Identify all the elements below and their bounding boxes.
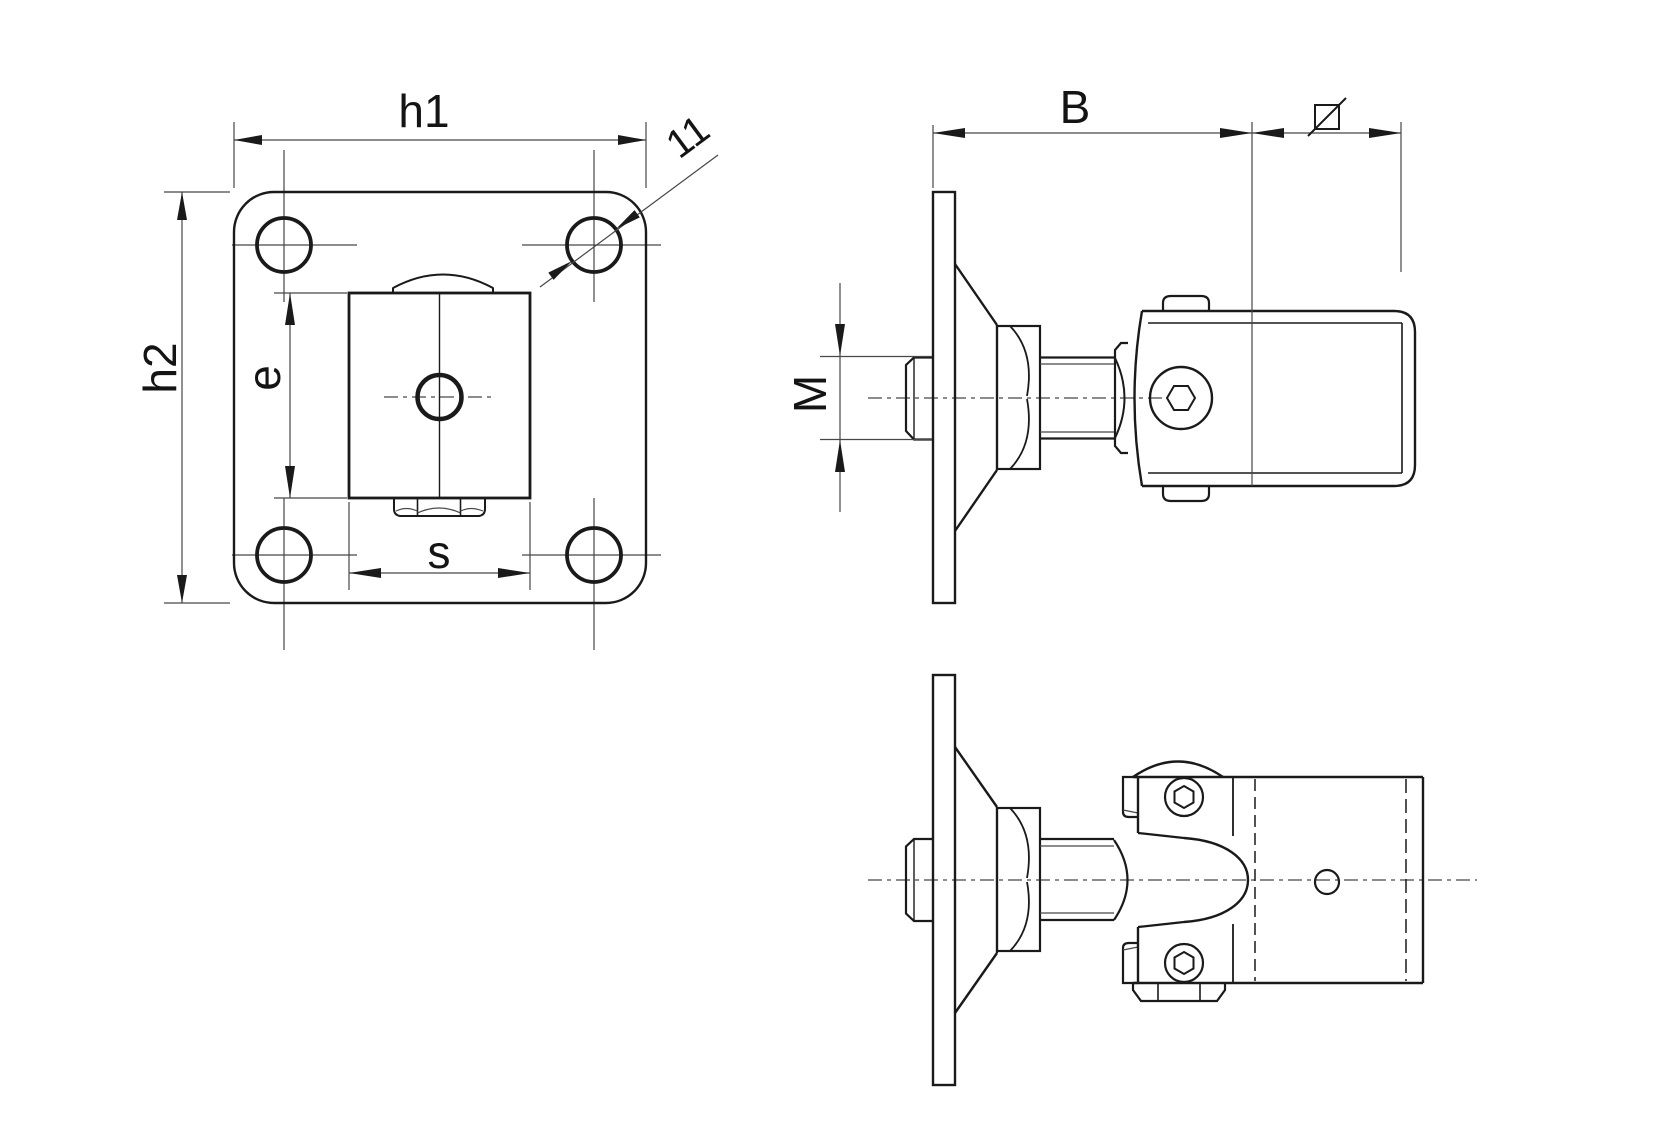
hex-nut-outline (393, 498, 486, 517)
threaded-shaft (1040, 837, 1114, 922)
plate-edge (931, 673, 957, 1087)
clamp-boss-top (1161, 294, 1211, 311)
label-hole-diameter: 11 (658, 107, 718, 167)
thread-lines (1040, 363, 1114, 433)
dimension-e: e (238, 292, 347, 499)
clamp-tab-bottom (1121, 941, 1138, 985)
dimension-h2: h2 (134, 191, 230, 604)
side-view-top: B M (784, 81, 1417, 605)
mounting-hole-top-right (565, 216, 623, 274)
mounting-hole-bottom-right (565, 526, 623, 584)
hex-socket-icon (1173, 784, 1195, 810)
stud-hex-nut-facet-arcs (1009, 325, 1030, 470)
hole-crosshair (522, 498, 661, 650)
label-s: s (428, 526, 451, 578)
dimension-square-section (1252, 97, 1402, 272)
square-section-symbol-icon (1307, 97, 1347, 137)
square-tube-inner-lines (1148, 322, 1403, 474)
label-B: B (1060, 81, 1091, 133)
ball-dome (1113, 839, 1129, 921)
socket-screw-head (1148, 365, 1214, 431)
dimension-M: M (784, 283, 932, 512)
dimension-B: B (932, 81, 1252, 188)
hinge-pin-bore (415, 372, 464, 422)
ball-dome-arc (392, 273, 494, 293)
square-tube (1133, 775, 1425, 985)
label-h2: h2 (134, 342, 186, 393)
tube-hole (1313, 868, 1341, 896)
clamp-boss-arc (1132, 760, 1224, 778)
hole-crosshair (522, 150, 661, 302)
hex-socket-icon (1173, 950, 1195, 976)
stud-end (904, 837, 933, 923)
hole-crosshair (232, 498, 357, 650)
clamp-jaw-lines (1137, 831, 1185, 929)
thread-lines (1040, 845, 1114, 914)
label-M: M (784, 375, 836, 413)
clamp-tab-steps (1122, 809, 1139, 951)
clamp-boss-bottom (1161, 486, 1211, 503)
label-e: e (238, 365, 290, 391)
ball-dome (1114, 357, 1126, 439)
flange-cone (954, 746, 998, 1014)
hole-diameter-leader: 11 (539, 107, 719, 288)
front-view: h1 h2 e s (134, 85, 719, 650)
plate-edge (931, 190, 957, 605)
clamp-tab-top (1121, 775, 1138, 819)
dimension-s: s (348, 502, 531, 590)
hex-socket-icon (1165, 385, 1197, 411)
stud-hex-nut (995, 324, 1042, 471)
socket-screw-head-top (1163, 776, 1205, 818)
clamp-nut-facets (1157, 983, 1201, 1001)
socket-screw-head-bottom (1163, 942, 1205, 984)
threaded-shaft (1040, 356, 1114, 440)
clamp-saddle-arc (1183, 836, 1250, 924)
hole-crosshair (232, 150, 357, 302)
label-h1: h1 (398, 85, 449, 137)
hex-nut-facets (416, 498, 462, 516)
mounting-plate-outline (232, 190, 648, 605)
hex-nut-chamfer-arcs (395, 507, 484, 514)
side-view-bottom (868, 673, 1477, 1087)
mounting-hole-top-left (255, 216, 313, 274)
stud-hex-nut (995, 806, 1042, 953)
mounting-hole-bottom-left (255, 526, 313, 584)
square-tube (1142, 309, 1417, 488)
dimension-h1: h1 (233, 85, 647, 188)
flange-cone (954, 263, 998, 532)
clamp-front-arc (1133, 310, 1144, 487)
clamp-collar (1113, 341, 1128, 455)
construction-lines (232, 150, 661, 650)
clamp-nut (1131, 983, 1227, 1003)
stud-hex-nut-facet-arcs (1009, 807, 1030, 952)
